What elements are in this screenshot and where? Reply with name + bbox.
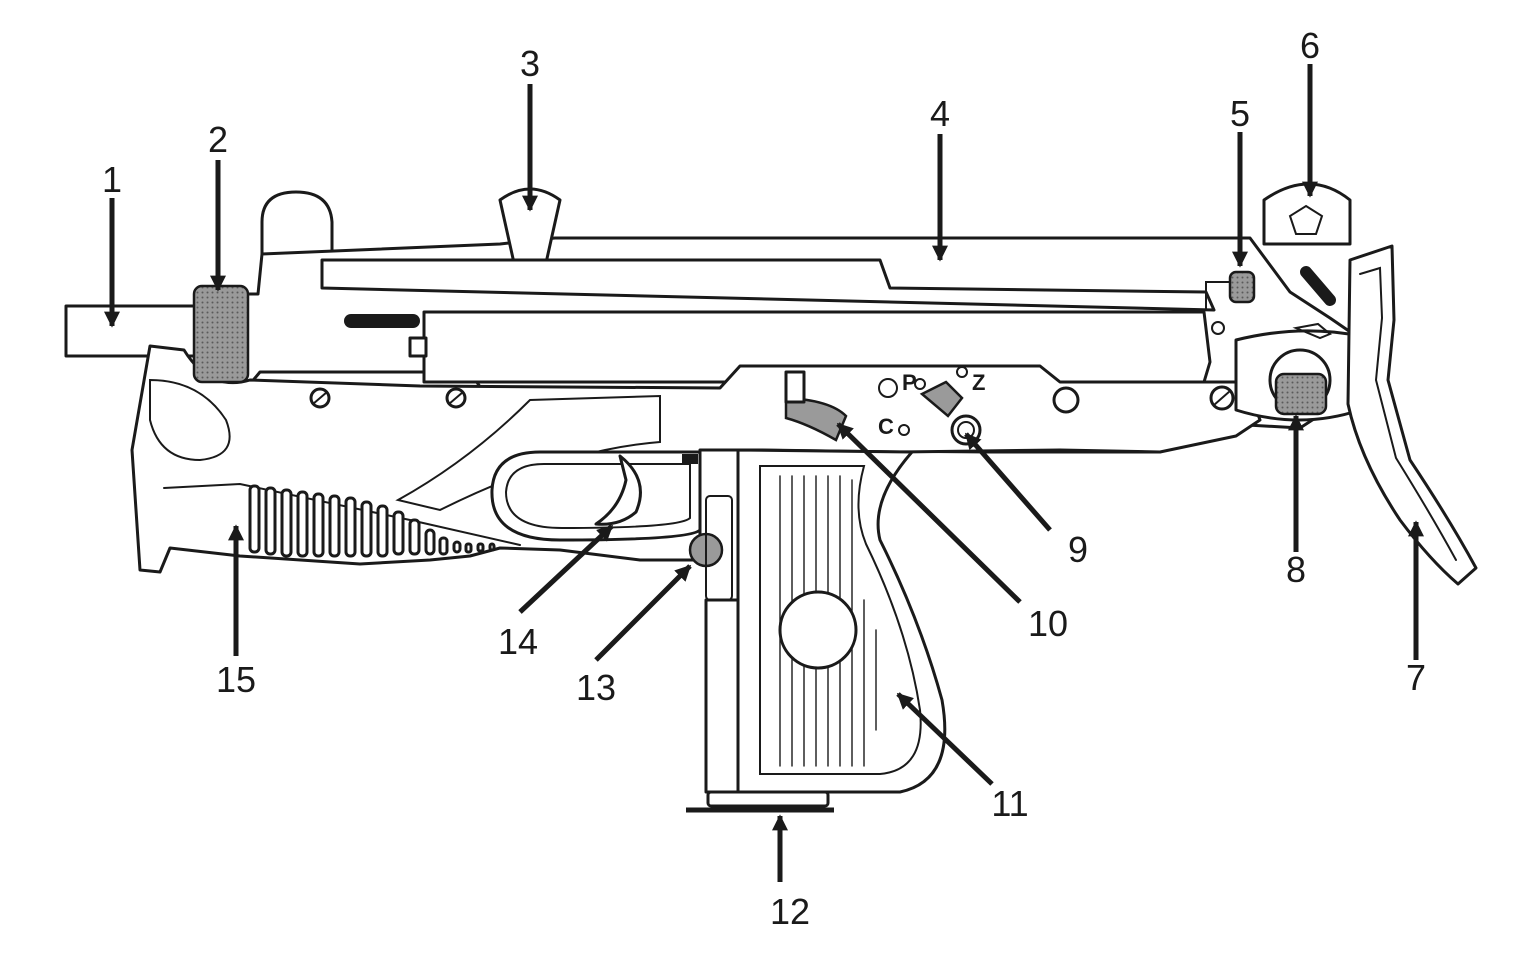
grip-panel [759,465,922,775]
callout-labels: 1 2 3 4 5 6 7 8 9 10 11 12 13 14 15 [102,25,1426,932]
selector-mark-c: C [878,414,894,439]
callout-15: 15 [216,659,256,700]
lower-grip-line [163,482,521,546]
callout-3: 3 [520,43,540,84]
front-sight [260,190,334,264]
leader-9 [964,432,1052,532]
stock-contour [149,378,231,462]
folding-stock-inner [1359,266,1457,561]
detent-z [956,366,968,378]
callout-1: 1 [102,159,122,200]
selector-lever [919,380,964,418]
callout-9: 9 [1068,529,1088,570]
stock-latch [1228,270,1256,304]
callout-14: 14 [498,621,538,662]
magazine-body [704,598,740,794]
trigger-stop [682,454,698,464]
selector-pin [878,378,898,398]
leader-11 [896,692,994,786]
callout-11: 11 [991,783,1028,824]
callout-4: 4 [930,93,950,134]
latch-pin [1211,321,1225,335]
rail-stud [408,336,428,358]
magazine-floor [706,790,830,808]
barrel [64,304,198,358]
bolt-lever-post [784,370,806,404]
leader-13 [594,564,692,662]
callout-8: 8 [1286,549,1306,590]
detent-c [898,424,910,436]
folding-stock [1346,244,1478,586]
trigger [594,454,642,526]
rear-sight-aperture [1288,204,1324,235]
callout-5: 5 [1230,93,1250,134]
stock-ribs [248,484,496,558]
weapon-illustration: P Z C [64,182,1478,813]
hinge-button [1274,372,1328,416]
callout-6: 6 [1300,25,1320,66]
rear-sight [1262,182,1352,246]
detent-p [914,378,926,390]
trigger-guard [490,450,702,542]
selector-mark-p: P [902,370,917,395]
callout-10: 10 [1028,603,1068,644]
callout-12: 12 [770,891,810,932]
ejection-slot [344,314,420,328]
leader-lines [103,64,1425,882]
cocking-handle [498,187,562,274]
callout-2: 2 [208,119,228,160]
grip-medallion [778,590,858,670]
callout-13: 13 [576,667,616,708]
trigger-guard-inner [504,463,691,530]
knurled-ring [192,284,250,384]
rear-sight-slot [1300,266,1336,306]
callout-7: 7 [1406,657,1426,698]
stock-latch-bracket [1205,281,1233,311]
selector-hub [950,414,982,446]
hinge-mark [1292,322,1332,340]
selector-mark-z: Z [972,370,985,395]
leader-14 [518,524,614,614]
leader-10 [836,422,1022,604]
receiver-pin [1052,386,1080,414]
